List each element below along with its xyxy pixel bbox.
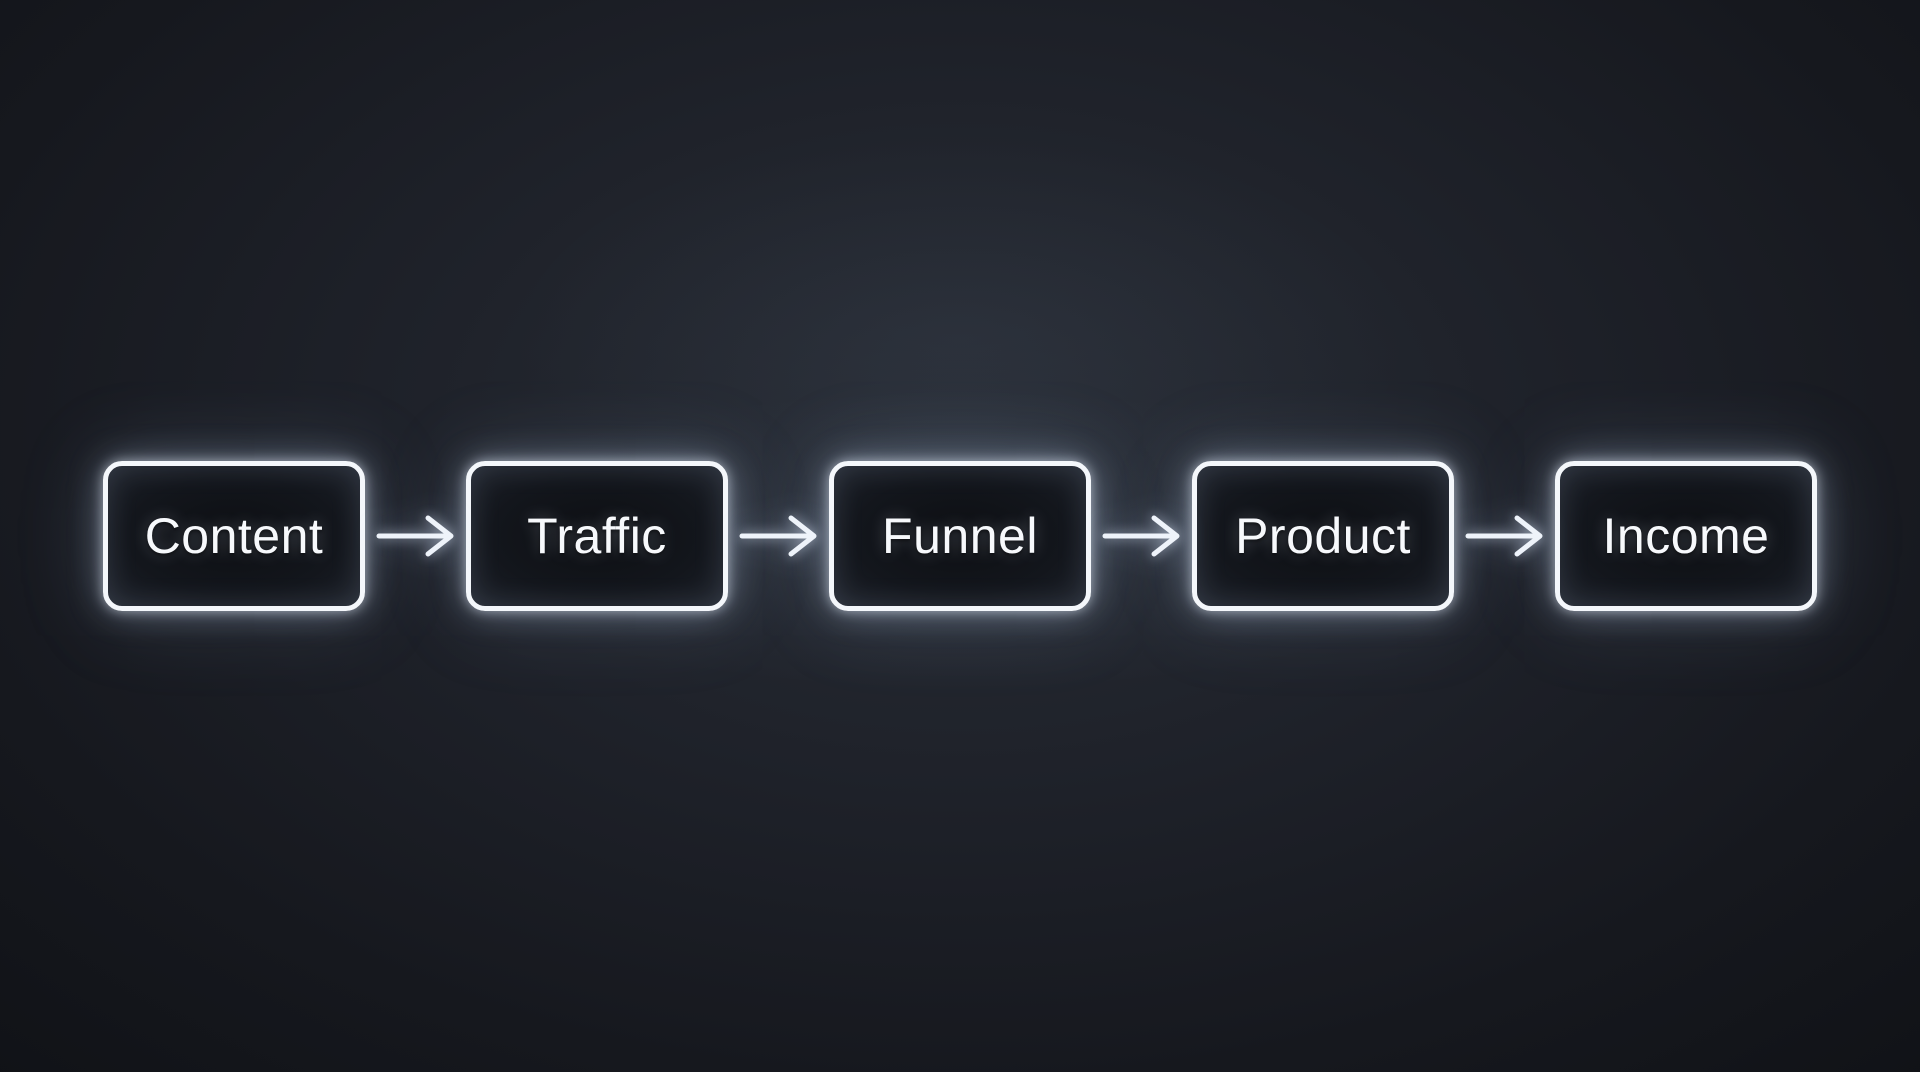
arrow-right-icon (739, 515, 816, 557)
flow-connector (365, 506, 466, 566)
node-label: Funnel (882, 508, 1038, 564)
flow-connector (1454, 506, 1555, 566)
arrow-right-icon (1102, 515, 1179, 557)
flow-node-funnel: Funnel (829, 461, 1091, 611)
node-label: Product (1235, 508, 1411, 564)
arrow-right-icon (376, 515, 453, 557)
flow-node-product: Product (1192, 461, 1454, 611)
flow-connector (728, 506, 829, 566)
arrow-right-icon (1465, 515, 1542, 557)
flow-node-content: Content (103, 461, 365, 611)
flow-node-traffic: Traffic (466, 461, 728, 611)
node-label: Traffic (527, 508, 667, 564)
node-label: Content (144, 508, 324, 564)
flow-connector (1091, 506, 1192, 566)
node-label: Income (1602, 508, 1770, 564)
flow-node-income: Income (1555, 461, 1817, 611)
